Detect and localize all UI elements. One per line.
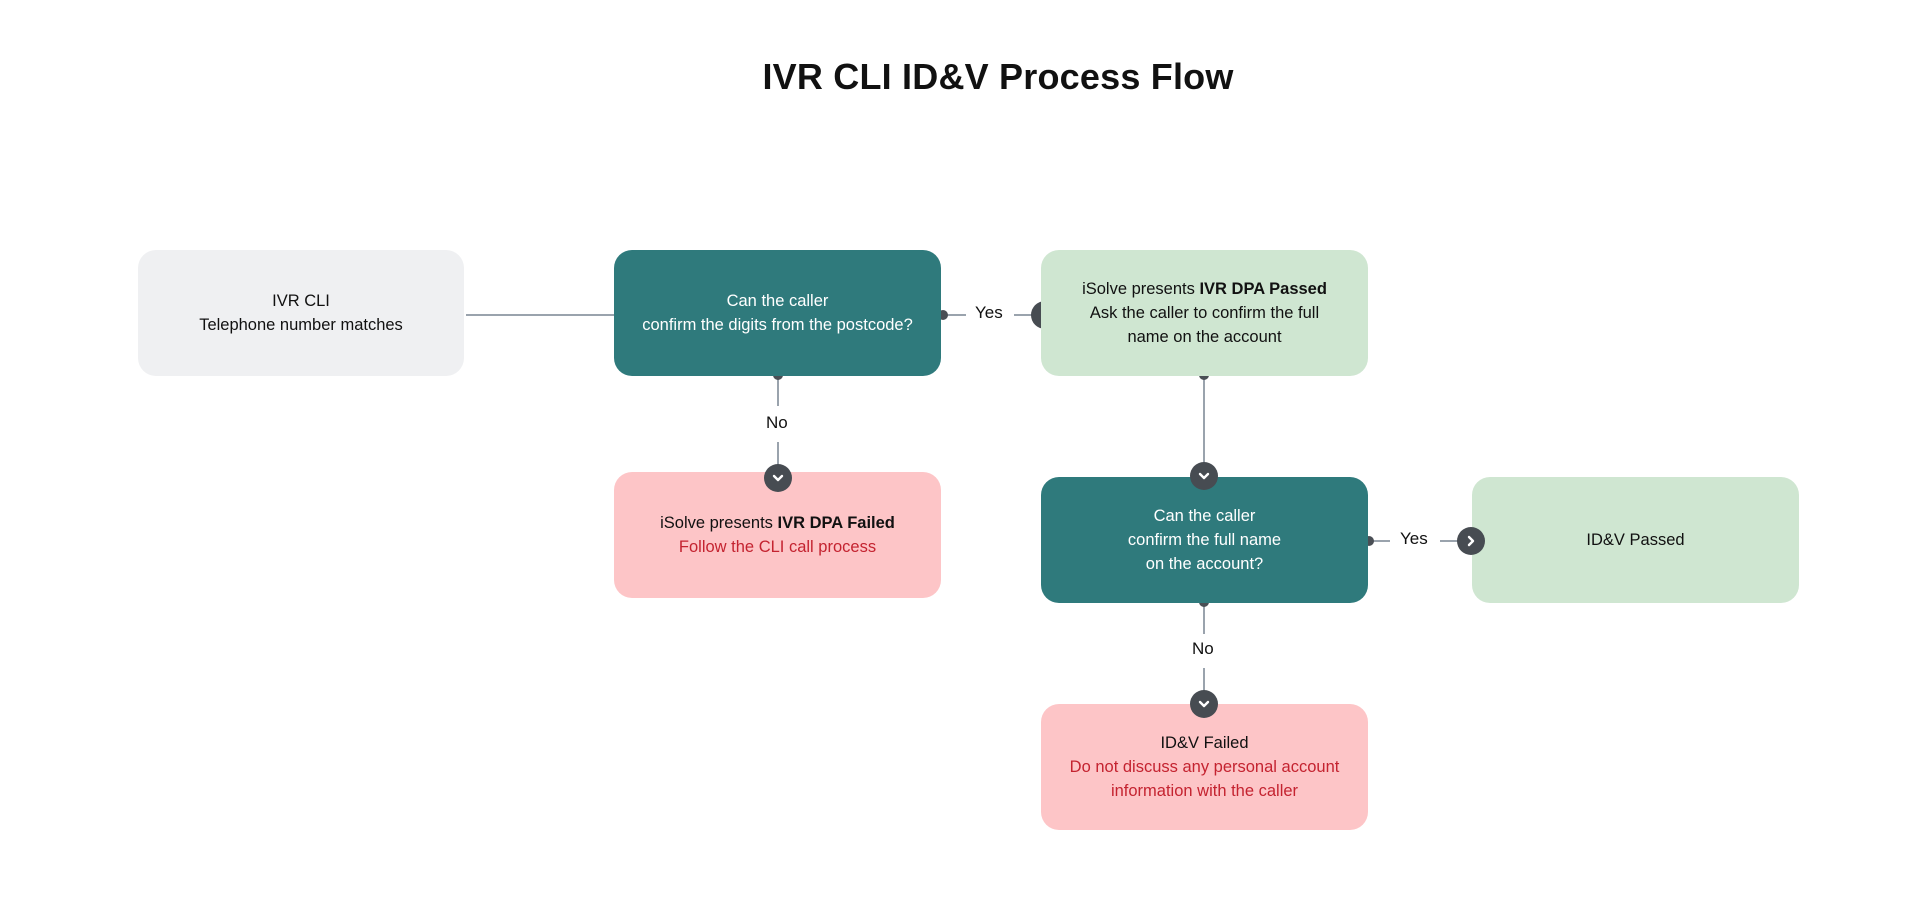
dpa-passed-status: IVR DPA Passed <box>1199 280 1327 298</box>
page-title: IVR CLI ID&V Process Flow <box>762 56 1234 97</box>
idv-failed-instruction: Do not discuss any personal account <box>1069 758 1340 776</box>
dpa-passed-prefix: iSolve presents <box>1082 280 1200 298</box>
connector-passed1-to-decision2 <box>1203 376 1205 476</box>
decision-text: Can the caller <box>1153 507 1256 525</box>
dpa-failed-heading: iSolve presents IVR DPA Failed <box>660 511 895 535</box>
dpa-failed-instruction: Follow the CLI call process <box>678 538 877 556</box>
start-node-title: IVR CLI <box>272 292 330 310</box>
idv-passed-text: ID&V Passed <box>1586 531 1685 549</box>
decision-text: confirm the digits from the postcode? <box>642 316 913 334</box>
decision-fullname-node: Can the caller confirm the full name on … <box>1041 477 1368 603</box>
connector-decision2-yes-left <box>1370 540 1390 542</box>
edge-label-yes: Yes <box>1396 529 1432 549</box>
start-node-text: Telephone number matches <box>199 316 403 334</box>
decision-postcode-node: Can the caller confirm the digits from t… <box>614 250 941 376</box>
dpa-failed-prefix: iSolve presents <box>660 514 778 532</box>
connector-decision1-no-bottom <box>777 442 779 470</box>
connector-decision2-yes-right <box>1440 540 1464 542</box>
chevron-down-icon <box>1190 690 1218 718</box>
dpa-failed-status: IVR DPA Failed <box>777 514 895 532</box>
connector-dot <box>1364 536 1374 546</box>
dpa-passed-instruction: Ask the caller to confirm the full <box>1089 304 1320 322</box>
dpa-failed-node: iSolve presents IVR DPA Failed Follow th… <box>614 472 941 598</box>
connector-start-to-decision1 <box>466 314 616 316</box>
idv-passed-node: ID&V Passed <box>1472 477 1799 603</box>
start-node: IVR CLI Telephone number matches <box>138 250 464 376</box>
idv-failed-node: ID&V Failed Do not discuss any personal … <box>1041 704 1368 830</box>
connector-dot <box>938 310 948 320</box>
idv-failed-instruction: information with the caller <box>1110 782 1299 800</box>
decision-text: confirm the full name <box>1127 531 1282 549</box>
connector-decision1-no-top <box>777 376 779 406</box>
connector-decision1-yes-right <box>1014 314 1038 316</box>
connector-decision1-yes-left <box>944 314 966 316</box>
chevron-down-icon <box>1190 462 1218 490</box>
connector-decision2-no-top <box>1203 602 1205 634</box>
decision-text: Can the caller <box>726 292 829 310</box>
decision-text: on the account? <box>1145 555 1264 573</box>
dpa-passed-heading: iSolve presents IVR DPA Passed <box>1082 277 1327 301</box>
chevron-right-icon <box>1457 527 1485 555</box>
chevron-down-icon <box>764 464 792 492</box>
edge-label-yes: Yes <box>971 303 1007 323</box>
edge-label-no: No <box>1188 639 1218 659</box>
dpa-passed-node: iSolve presents IVR DPA Passed Ask the c… <box>1041 250 1368 376</box>
idv-failed-heading: ID&V Failed <box>1160 734 1249 752</box>
connector-decision2-no-bottom <box>1203 668 1205 698</box>
dpa-passed-instruction: name on the account <box>1127 328 1282 346</box>
edge-label-no: No <box>762 413 792 433</box>
